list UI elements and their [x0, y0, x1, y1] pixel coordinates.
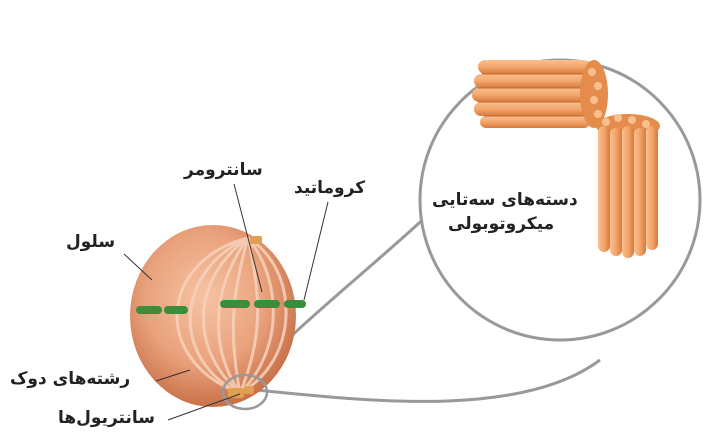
label-cell: سلول: [66, 232, 115, 252]
cell-body: [130, 225, 306, 409]
label-spindle-fibers: رشته‌های دوک: [10, 369, 130, 389]
label-microtubule-triplets-line2: میکروتوبولی: [448, 214, 554, 234]
label-centromere: سانترومر: [184, 160, 263, 180]
label-chromatid: کروماتید: [294, 178, 365, 198]
microtubule-bundle-horizontal-icon: [472, 60, 608, 128]
label-centrioles: سانتریول‌ها: [58, 408, 155, 428]
microtubule-bundle-vertical-icon: [596, 114, 660, 258]
label-microtubule-triplets-line1: دسته‌های سه‌تایی: [432, 190, 578, 210]
